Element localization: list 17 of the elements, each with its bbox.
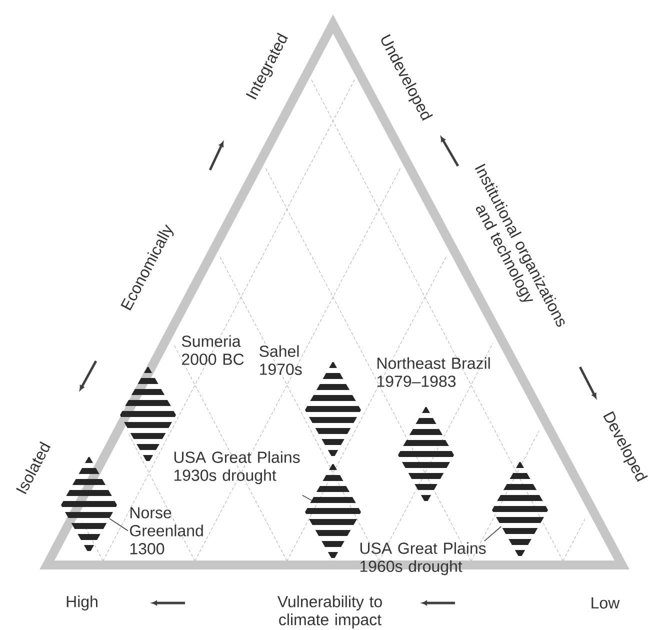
place-label: Sahel 1970s [260, 345, 302, 375]
place-label: USA Great Plains 1930s drought [174, 451, 300, 484]
striped-diamond [305, 464, 361, 558]
leader-line [484, 526, 502, 542]
place-label: Norse Greenland 1300 [130, 507, 203, 554]
striped-diamond [120, 367, 176, 461]
place-label: USA Great Plains 1960s drought [360, 542, 486, 576]
place-label: Sumeria 2000 BC [182, 335, 244, 365]
striped-diamond [492, 462, 548, 556]
striped-diamond [398, 407, 454, 501]
striped-diamond [61, 457, 117, 551]
striped-diamond [305, 362, 361, 456]
leader-line [109, 518, 128, 532]
place-label: Northeast Brazil 1979–1983 [377, 357, 490, 387]
axis-label: High [66, 596, 98, 610]
axis-label: Low [592, 597, 620, 609]
leader-line [302, 494, 312, 501]
